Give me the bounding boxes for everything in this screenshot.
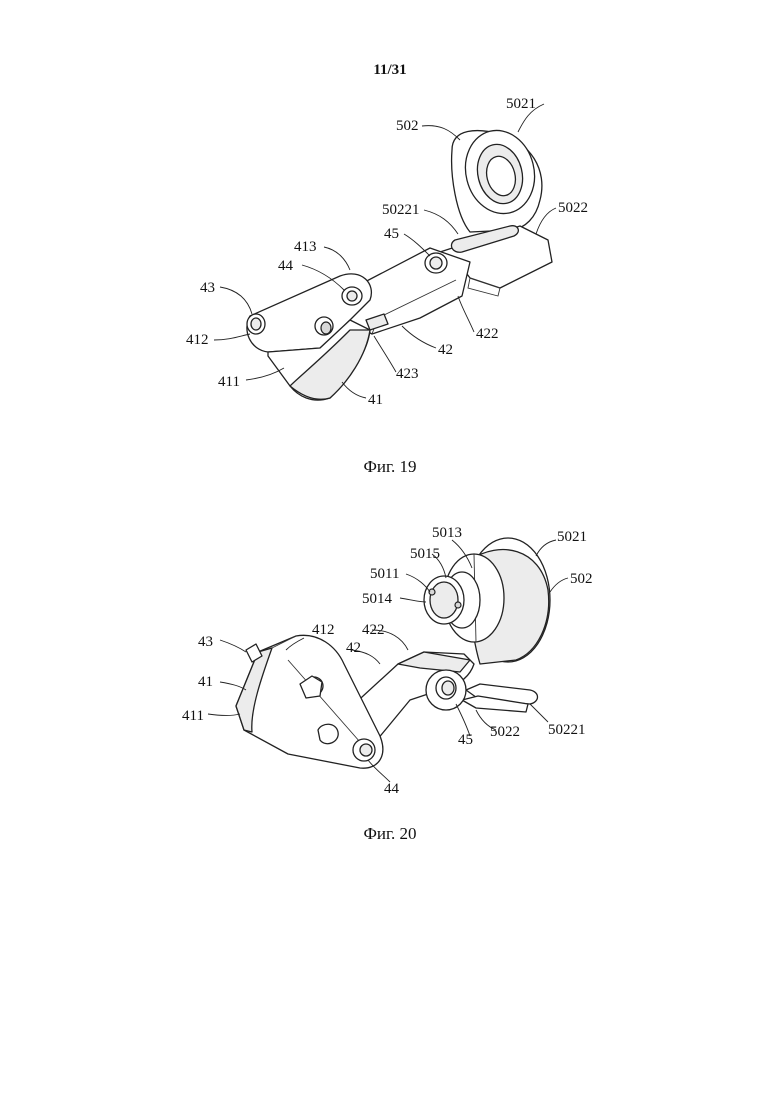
label-45-fig20: 45: [458, 732, 473, 748]
label-502-fig20: 502: [570, 571, 593, 587]
cylinder-part-5013: [424, 572, 480, 628]
label-43-fig20: 43: [198, 634, 213, 650]
figure-20-drawing: 5013 5021 5015 5011 502 5014 43 412 422 …: [0, 0, 780, 830]
label-5015: 5015: [410, 546, 440, 562]
figure-20-caption: Фиг. 20: [0, 824, 780, 844]
label-411-fig20: 411: [182, 708, 204, 724]
label-41-fig20: 41: [198, 674, 213, 690]
label-5022-fig20: 5022: [490, 724, 520, 740]
label-50221-fig20: 50221: [548, 722, 586, 738]
label-5021-fig20: 5021: [557, 529, 587, 545]
label-5014: 5014: [362, 591, 393, 607]
label-42-fig20: 42: [346, 640, 361, 656]
label-412-fig20: 412: [312, 622, 335, 638]
label-5013: 5013: [432, 525, 462, 541]
label-5011: 5011: [370, 566, 399, 582]
label-44-fig20: 44: [384, 781, 400, 797]
label-422-fig20: 422: [362, 622, 385, 638]
bracket-part-5022-fig20: [462, 684, 538, 712]
